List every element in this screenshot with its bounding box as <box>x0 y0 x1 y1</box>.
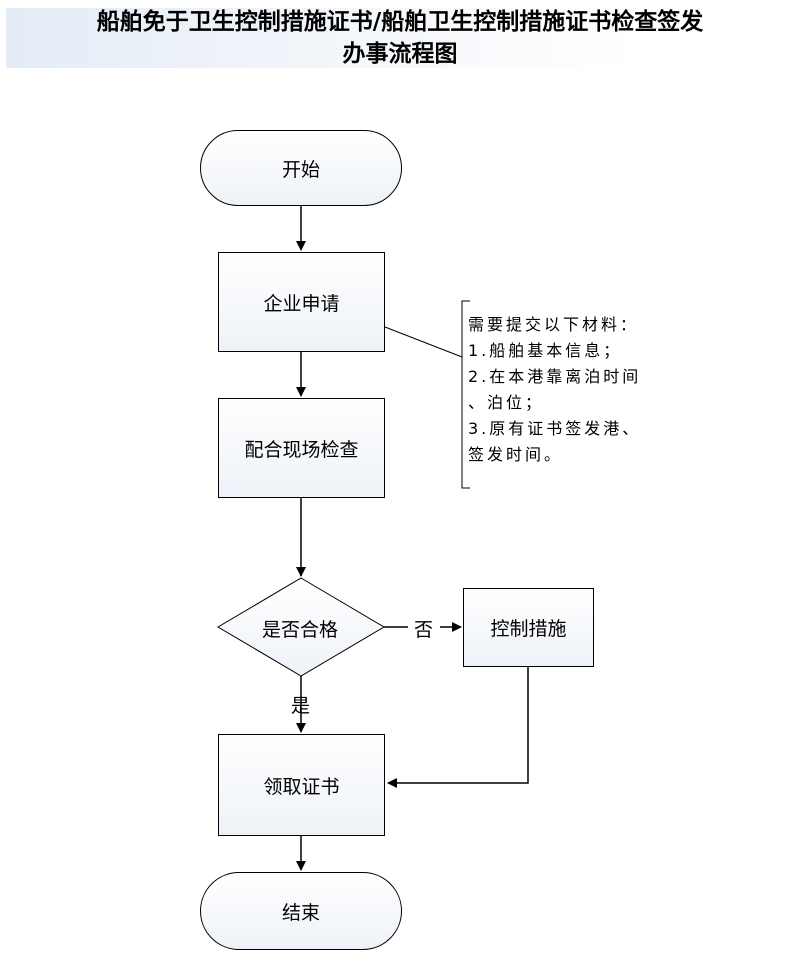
page-title: 船舶免于卫生控制措施证书/船舶卫生控制措施证书检查签发 办事流程图 <box>0 6 800 70</box>
inspect-node: 配合现场检查 <box>218 398 385 498</box>
title-line-1: 船舶免于卫生控制措施证书/船舶卫生控制措施证书检查签发 <box>96 9 704 35</box>
edge-label-yes: 是 <box>291 695 311 717</box>
decision-label: 是否合格 <box>262 619 339 641</box>
control-node: 控制措施 <box>463 588 594 667</box>
note-connector <box>384 326 463 358</box>
edge-label-no: 否 <box>414 619 434 641</box>
inspect-label: 配合现场检查 <box>244 438 359 461</box>
note-line: 1.船舶基本信息； <box>468 341 623 360</box>
note-line: 2.在本港靠离泊时间 <box>468 367 642 386</box>
control-label: 控制措施 <box>490 618 567 640</box>
note-bracket <box>461 300 470 489</box>
apply-node: 企业申请 <box>218 252 385 352</box>
certificate-label: 领取证书 <box>263 775 340 798</box>
certificate-node: 领取证书 <box>218 734 385 836</box>
apply-label: 企业申请 <box>263 292 340 315</box>
arrow-control-to-certificate <box>387 667 529 788</box>
materials-note: 需要提交以下材料： 1.船舶基本信息； 2.在本港靠离泊时间 、泊位； 3.原有… <box>468 312 641 468</box>
title-band <box>6 8 794 68</box>
note-line: 、泊位； <box>468 393 545 412</box>
start-label: 开始 <box>281 158 320 181</box>
note-line: 需要提交以下材料： <box>468 315 640 334</box>
start-node: 开始 <box>200 130 402 206</box>
note-line: 签发时间。 <box>468 445 564 464</box>
title-line-2: 办事流程图 <box>342 41 458 67</box>
end-label: 结束 <box>281 901 320 924</box>
end-node: 结束 <box>200 872 402 950</box>
note-line: 3.原有证书签发港、 <box>468 419 642 438</box>
